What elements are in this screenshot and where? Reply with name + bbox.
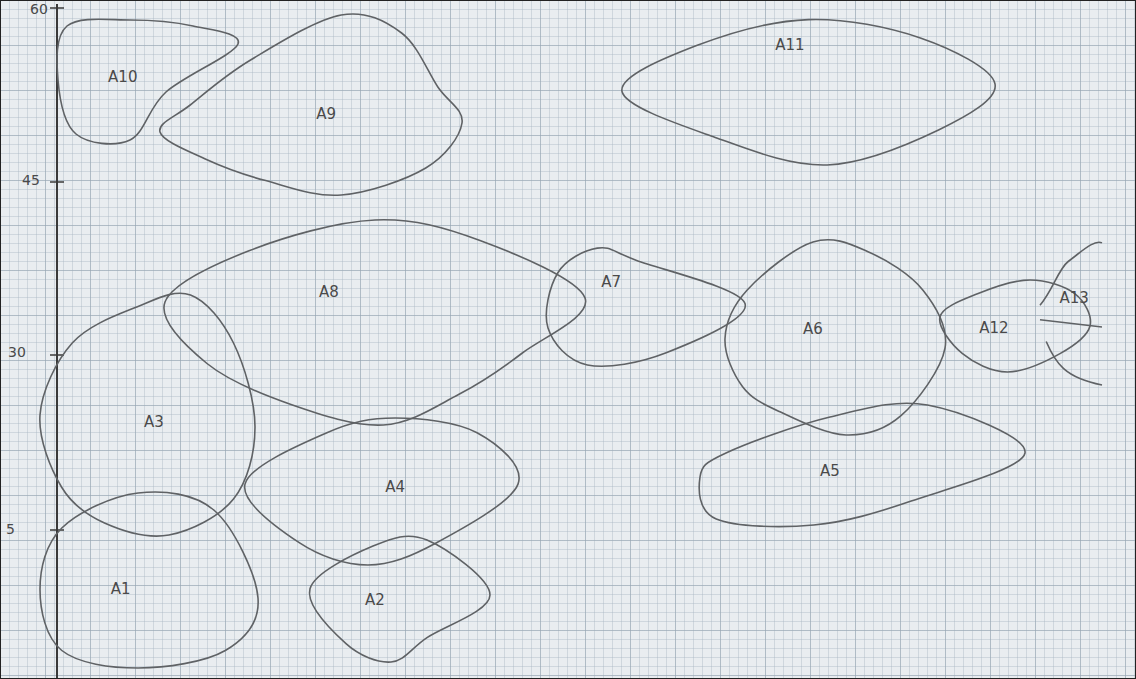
pencil-blob: A13 [1040, 240, 1102, 385]
area-label: A2 [365, 592, 385, 609]
area-label: A11 [775, 37, 804, 54]
pencil-line [164, 220, 586, 425]
area-label: A6 [803, 321, 823, 338]
pencil-line [57, 19, 238, 144]
pencil-blob: A3 [40, 295, 255, 535]
pencil-blob: A7 [548, 242, 745, 365]
pencil-line [546, 248, 745, 367]
pencil-line [40, 293, 255, 536]
area-label: A4 [385, 479, 405, 496]
area-label: A3 [144, 414, 164, 431]
pencil-line [310, 536, 490, 662]
pencil-blob: A11 [622, 15, 995, 168]
pencil-line [40, 492, 258, 668]
area-label: A8 [319, 284, 339, 301]
pencil-line [1040, 242, 1102, 385]
area-label: A10 [108, 69, 137, 86]
axis-tick [50, 529, 64, 531]
pencil-line [699, 403, 1025, 526]
axis-number: 30 [8, 344, 26, 360]
pencil-line [622, 19, 995, 165]
axis-tick [50, 181, 64, 183]
pencil-line [725, 240, 946, 435]
vertical-axis [56, 4, 58, 679]
axis-tick [50, 7, 64, 9]
pencil-blob: A1 [40, 493, 258, 668]
pencil-blob: A10 [58, 20, 238, 140]
area-label: A1 [111, 581, 131, 598]
blob-outline [548, 242, 745, 365]
pencil-blob: A8 [165, 220, 585, 425]
pencil-blob: A6 [725, 242, 945, 435]
pencil-blob: A5 [700, 405, 1025, 525]
area-label: A12 [979, 320, 1008, 337]
blob-outline [725, 242, 945, 435]
blob-outline [160, 15, 462, 195]
blob-outline [165, 220, 585, 425]
blob-outline [40, 493, 258, 668]
area-label: A5 [820, 463, 840, 480]
pencil-line [940, 280, 1091, 372]
blob-outline [310, 540, 490, 662]
pencil-blob: A2 [310, 540, 490, 662]
area-label: A13 [1059, 290, 1088, 307]
blob-outline [1040, 240, 1102, 385]
pencil-blob: A9 [160, 15, 462, 195]
blob-outline [700, 405, 1025, 525]
axis-number: 60 [30, 1, 48, 17]
axis-number: 5 [6, 521, 15, 537]
pencil-line [160, 14, 462, 195]
axis-number: 45 [22, 172, 40, 188]
blob-outline [58, 20, 238, 140]
area-label: A7 [601, 274, 621, 291]
blob-outline [622, 15, 995, 168]
area-label: A9 [316, 106, 336, 123]
